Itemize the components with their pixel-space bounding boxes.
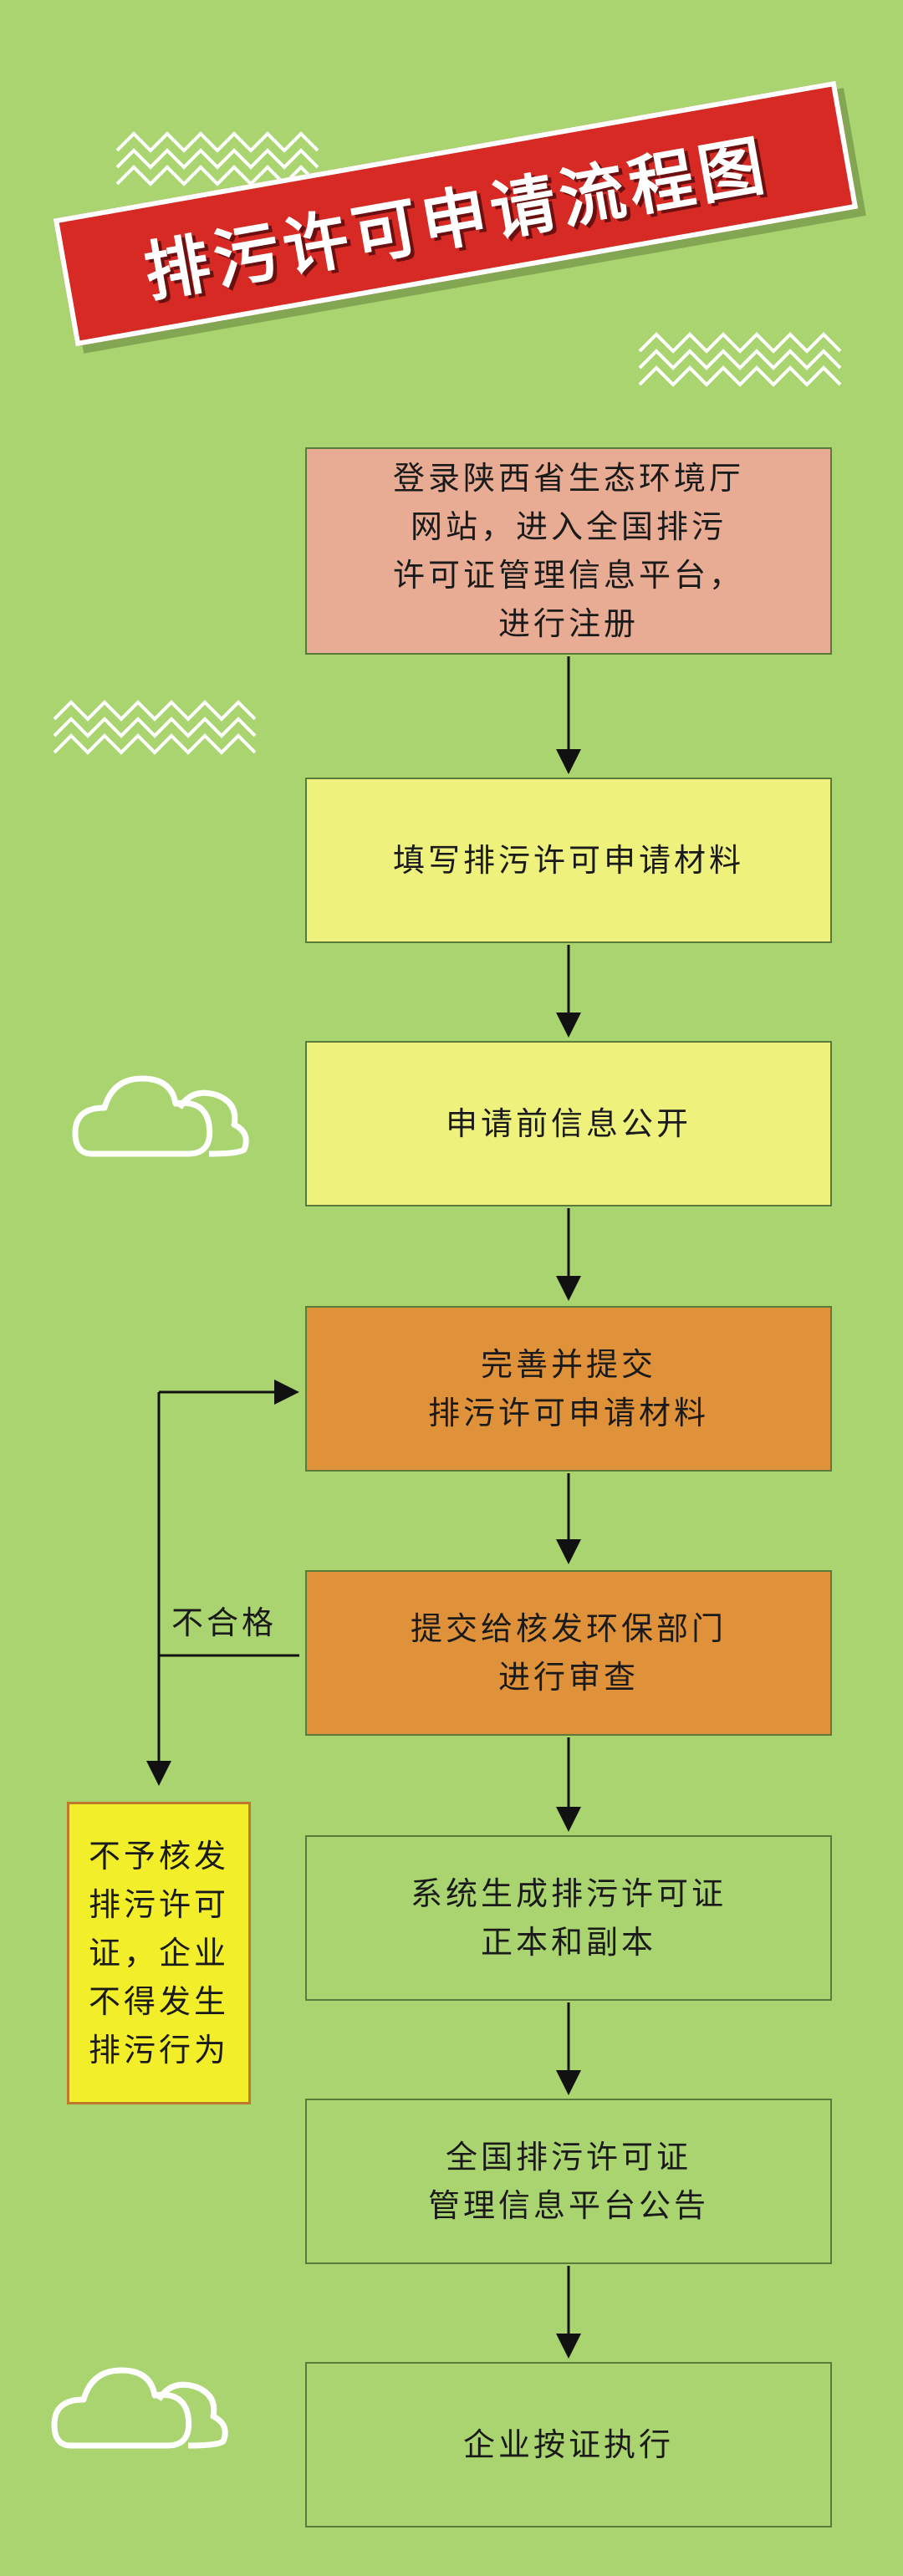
step-execute: 企业按证执行 — [305, 2362, 832, 2528]
step-submit-materials: 完善并提交 排污许可申请材料 — [305, 1306, 832, 1472]
step-info-disclosure: 申请前信息公开 — [305, 1041, 832, 1206]
reject-loop — [146, 1380, 299, 1786]
step-fill-materials: 填写排污许可申请材料 — [305, 778, 832, 943]
zigzag-decoration-left — [53, 700, 257, 755]
zigzag-decoration-right — [638, 332, 842, 387]
cloud-icon — [51, 2367, 228, 2449]
cloud-icon — [72, 1075, 249, 1157]
zigzag-decoration-top — [115, 131, 319, 186]
reject-label: 不合格 — [171, 1604, 278, 1641]
step-review: 提交给核发环保部门 进行审查 — [305, 1570, 832, 1736]
step-platform-announce: 全国排污许可证 管理信息平台公告 — [305, 2099, 832, 2264]
step-register: 登录陕西省生态环境厅 网站，进入全国排污 许可证管理信息平台， 进行注册 — [305, 447, 832, 655]
rejection-box: 不予核发 排污许可 证，企业 不得发生 排污行为 — [67, 1802, 251, 2104]
step-generate-permit: 系统生成排污许可证 正本和副本 — [305, 1835, 832, 2001]
